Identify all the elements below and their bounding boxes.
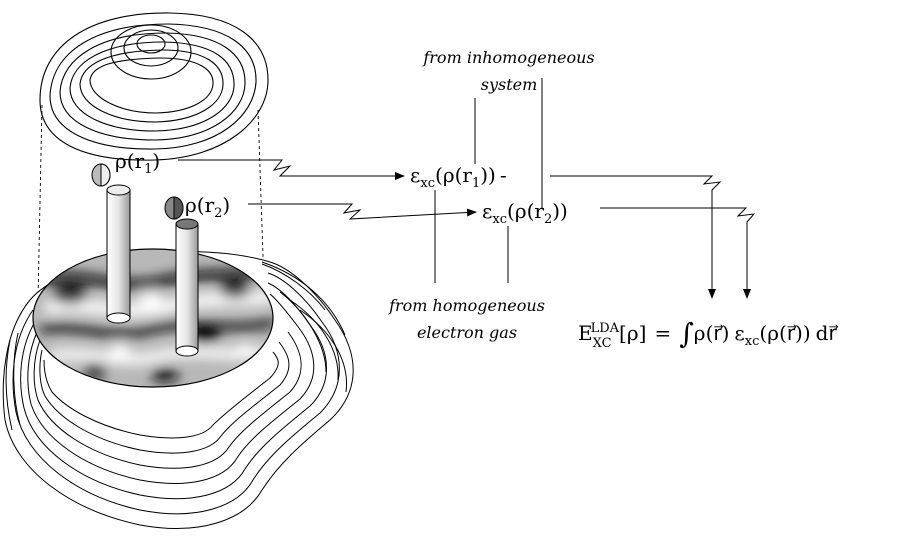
annotation-inhomogeneous-1: from inhomogeneous	[422, 48, 594, 67]
probe-r1	[91, 163, 111, 187]
arrow-eps2-to-integral	[600, 207, 756, 299]
rho-r1-label: ρ(r1)	[115, 149, 160, 177]
cylinder-r1	[106, 184, 131, 324]
projection-lines	[37, 104, 265, 301]
lda-equation: EXCLDA[ρ]=∫ρ(r⃗)εxc(ρ(r⃗))dr⃗	[578, 317, 839, 351]
cylinder-r2	[175, 218, 199, 357]
arrow-eps1-to-integral	[550, 175, 722, 299]
annotation-homogeneous-2: electron gas	[417, 323, 517, 342]
arrow-rho1-to-eps1	[178, 159, 405, 180]
eps-r1-term: εxc(ρ(r1))-	[410, 163, 507, 191]
annotation-lines	[434, 78, 543, 283]
eps-r2-term: εxc(ρ(r2))	[482, 199, 568, 227]
probe-r2	[164, 196, 184, 220]
arrow-rho2-to-eps2	[248, 203, 477, 220]
density-slice	[32, 248, 274, 388]
annotation-homogeneous-1: from homogeneous	[388, 296, 545, 315]
annotation-inhomogeneous-2: system	[481, 75, 538, 94]
top-contour-map	[39, 12, 269, 161]
rho-r2-label: ρ(r2)	[185, 193, 230, 221]
